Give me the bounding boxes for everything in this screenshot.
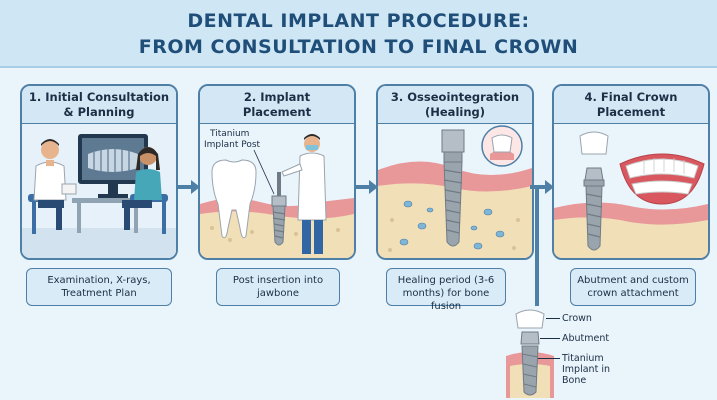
page-title-line2: FROM CONSULTATION TO FINAL CROWN	[138, 36, 579, 58]
step-title: 1. Initial Consultation & Planning	[22, 86, 176, 124]
step-title: 2. Implant Placement	[200, 86, 354, 124]
step-caption-consultation: Examination, X-rays, Treatment Plan	[26, 268, 172, 306]
arrow-right-icon	[530, 180, 554, 194]
header-banner: DENTAL IMPLANT PROCEDURE: FROM CONSULTAT…	[0, 0, 717, 68]
step-caption-final-crown: Abutment and custom crown attachment	[570, 268, 696, 306]
smile-icon	[619, 153, 705, 205]
step-title-line2: Placement	[242, 105, 312, 119]
step-caption-implant-placement: Post insertion into jawbone	[216, 268, 340, 306]
caption-line2: jawbone	[256, 288, 300, 299]
step-title-line1: 1. Initial Consultation	[28, 90, 170, 104]
caption-line2: months) for bone fusion	[402, 288, 490, 312]
arrow-right-icon	[176, 180, 200, 194]
implant-post-icon	[271, 195, 287, 246]
implant-healing-icon	[441, 129, 465, 247]
step-card-consultation: 1. Initial Consultation & Planning	[20, 84, 178, 260]
caption-line1: Abutment and custom	[577, 275, 689, 286]
tooth-icon	[211, 159, 257, 239]
legend-abutment-label: Abutment	[562, 333, 610, 344]
legend-leader	[540, 338, 560, 339]
legend-implant-label-line1: Titanium	[562, 353, 604, 364]
step-title-line1: 3. Osseointegration	[390, 90, 520, 104]
caption-line1: Post insertion into	[232, 275, 324, 286]
magnified-crown-icon	[481, 125, 523, 167]
caption-line1: Examination, X-rays,	[47, 275, 151, 286]
caption-line2: Treatment Plan	[61, 288, 137, 299]
caption-line1: Healing period (3-6	[397, 275, 495, 286]
patient-figure-icon	[122, 147, 168, 234]
step-title-line2: Placement	[596, 105, 666, 119]
legend-leader	[538, 358, 560, 359]
xray-monitor-icon	[78, 134, 148, 198]
step-title-line1: 4. Final Crown	[584, 90, 678, 104]
implant-placement-illustration: Titanium Implant Post	[200, 124, 354, 258]
implant-screw-icon	[585, 185, 603, 251]
caption-line2: crown attachment	[587, 288, 679, 299]
osseointegration-illustration	[378, 124, 532, 258]
legend-crown-label: Crown	[562, 313, 592, 324]
legend-implant-label-line3: Bone	[562, 375, 587, 386]
connector-line	[535, 187, 539, 393]
implant-label-line1: Titanium	[209, 129, 249, 139]
step-title: 4. Final Crown Placement	[554, 86, 708, 124]
floating-crown-icon	[579, 131, 609, 155]
legend-leader	[546, 318, 560, 319]
step-title-line1: 2. Implant	[243, 90, 311, 104]
step-title-line2: (Healing)	[425, 105, 485, 119]
step-title: 3. Osseointegration (Healing)	[378, 86, 532, 124]
step-card-final-crown: 4. Final Crown Placement	[552, 84, 710, 260]
step-caption-osseointegration: Healing period (3-6 months) for bone fus…	[386, 268, 506, 312]
consultation-illustration	[22, 124, 176, 258]
final-crown-illustration	[554, 124, 708, 258]
dentist-figure-icon	[281, 134, 327, 254]
implant-label-line2: Implant Post	[204, 140, 261, 150]
implant-diagram-legend-icon	[500, 306, 560, 398]
legend-implant-label-line2: Implant in	[562, 364, 610, 375]
step-card-osseointegration: 3. Osseointegration (Healing)	[376, 84, 534, 260]
step-card-implant-placement: 2. Implant Placement	[198, 84, 356, 260]
abutment-icon	[583, 167, 605, 187]
page-title-line1: DENTAL IMPLANT PROCEDURE:	[187, 10, 530, 32]
arrow-right-icon	[354, 180, 378, 194]
step-title-line2: & Planning	[63, 105, 135, 119]
doctor-figure-icon	[28, 139, 77, 234]
